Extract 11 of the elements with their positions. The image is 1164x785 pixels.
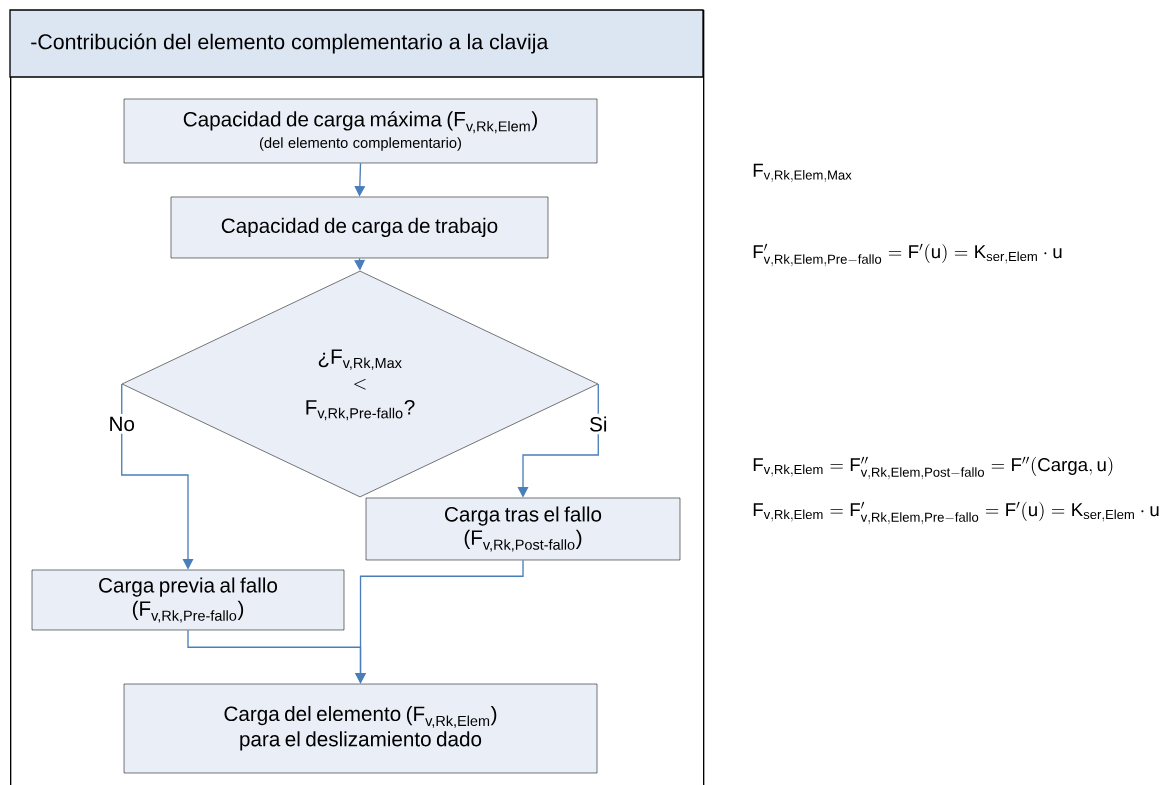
process-box: Carga previa al fallo $\text{(F}_{\text{v,Rk,Pre-fallo}}\text{)}$ bbox=[31, 569, 345, 631]
formula: $\mathrm{F}_{\mathrm{v,Rk,Elem}} = \mathrm{F}'_{\mathrm{v,Rk,Elem,Pre-fallo}} = \mathrm{F}'(\mathrm{u}) = \mathrm{K}_{\mathrm{ser,Elem}} \cdot \mathrm{u}$ bbox=[753, 501, 1159, 525]
edge-label: No bbox=[105, 414, 138, 434]
process-box: $\begin{array}{c}\text{Carga del elemento (F}_{\text{v,Rk,Elem}}\text{)}\\ \text{para el deslizamiento dado}\end{array}$ bbox=[123, 683, 598, 774]
process-box: Capacidad de carga de trabajo bbox=[170, 196, 549, 259]
process-box: Carga tras el fallo $\text{(F}_{\text{v,Rk,Post-fallo}}\text{)}$ bbox=[365, 497, 681, 561]
edge-label: Si bbox=[586, 413, 611, 435]
formula: $\mathrm{F}_{\mathrm{v,Rk,Elem}} = \mathrm{F}''_{\mathrm{v,Rk,Elem,Post-fallo}} = \mathrm{F}''(\mathrm{Carga,u})$ bbox=[753, 456, 1113, 480]
formula: $\mathrm{F}'_{\mathrm{v,Rk,Elem,Pre-fallo}} = \mathrm{F}'(\mathrm{u}) = \mathrm{K}_{\mathrm{ser,Elem}} \cdot \mathrm{u}$ bbox=[753, 243, 1062, 267]
formula: $\mathrm{F}_{\mathrm{v,Rk,Elem,Max}}$ bbox=[753, 163, 852, 183]
process-box: $\text{Capacidad de carga máxima (F}_{\text{v,Rk,Elem}}\text{)}$ (del elemento complementario) bbox=[123, 98, 598, 164]
